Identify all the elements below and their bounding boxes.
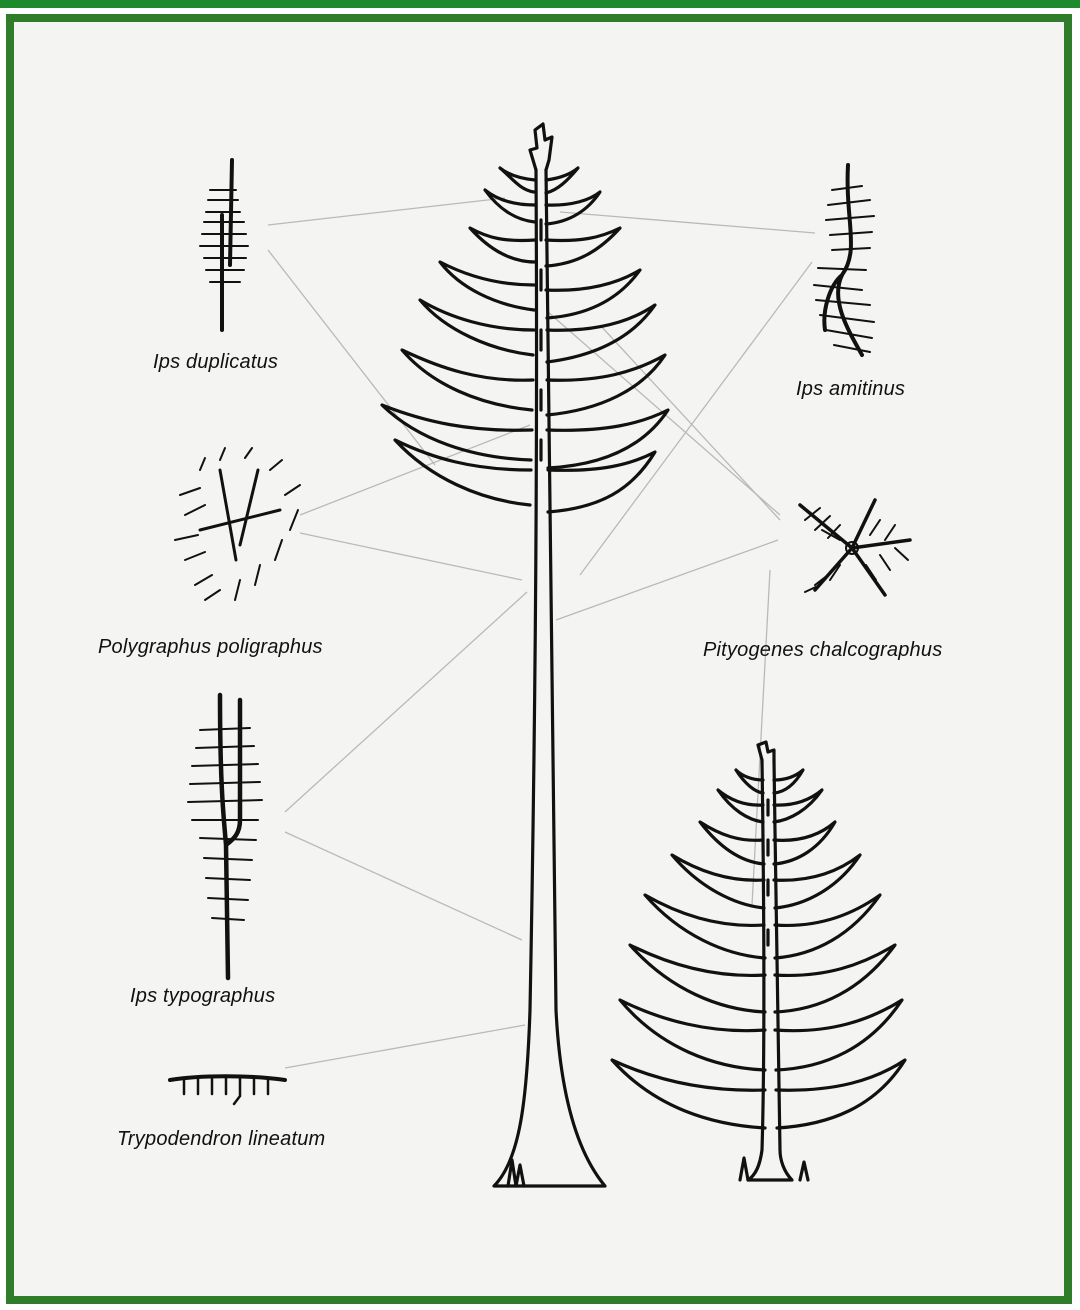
leader-pityogenes-c bbox=[556, 540, 778, 620]
label-polygraphus-poligraphus: Polygraphus poligraphus bbox=[98, 636, 323, 659]
ips-duplicatus-gallery bbox=[200, 160, 248, 330]
tall-spruce-tree bbox=[382, 124, 668, 1186]
label-pityogenes-chalcographus: Pityogenes chalcographus bbox=[703, 639, 942, 662]
leader-trypodendron bbox=[285, 1025, 525, 1068]
leader-ips-typographus-b bbox=[285, 832, 522, 940]
ips-amitinus-gallery bbox=[814, 165, 874, 355]
label-ips-typographus: Ips typographus bbox=[130, 985, 275, 1008]
polygraphus-gallery bbox=[175, 448, 300, 600]
leader-ips-amitinus-a bbox=[560, 212, 815, 233]
trypodendron-gallery bbox=[170, 1076, 285, 1104]
leader-ips-typographus-a bbox=[285, 592, 527, 812]
label-ips-duplicatus: Ips duplicatus bbox=[153, 351, 278, 374]
leader-ips-duplicatus-a bbox=[268, 198, 505, 225]
pityogenes-gallery bbox=[800, 500, 910, 595]
leader-polygraphus-b bbox=[300, 533, 522, 580]
leader-ips-amitinus-b bbox=[580, 262, 812, 575]
leader-pityogenes-b bbox=[600, 325, 780, 520]
young-spruce-tree bbox=[612, 742, 905, 1180]
label-ips-amitinus: Ips amitinus bbox=[796, 378, 905, 401]
ips-typographus-gallery bbox=[188, 695, 262, 978]
label-trypodendron-lineatum: Trypodendron lineatum bbox=[117, 1128, 325, 1151]
